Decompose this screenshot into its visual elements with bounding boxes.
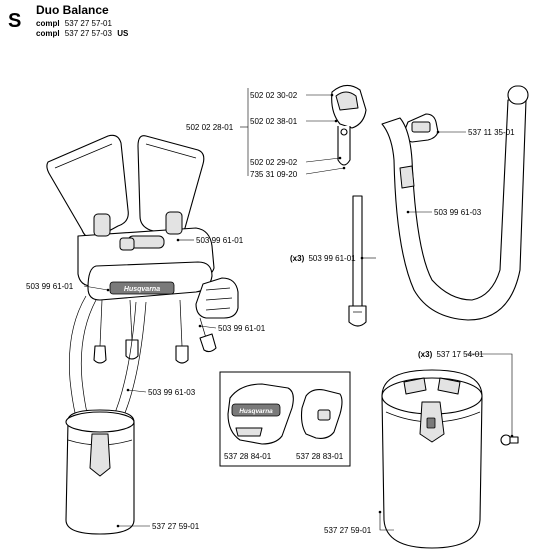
label-cover-left: 537 28 84-01 <box>224 452 272 461</box>
label-screw-qty: (x3) <box>418 350 433 359</box>
compl-number-2: 537 27 57-03 <box>65 29 113 38</box>
leader-lines <box>83 88 514 531</box>
label-screw-number: 537 17 54-01 <box>436 350 484 359</box>
label-bag-right: 537 27 59-01 <box>324 526 372 535</box>
label-harness-lower: 503 99 61-01 <box>218 324 266 333</box>
compl-suffix-2: US <box>117 29 129 38</box>
label-bag-left: 537 27 59-01 <box>152 522 200 531</box>
cover-detail: Husqvarna <box>219 371 351 467</box>
label-hose: 503 99 61-03 <box>434 208 482 217</box>
bag-right-illustration <box>381 369 483 549</box>
label-buckle: 537 11 35-01 <box>468 128 515 137</box>
hook-illustration <box>331 84 367 166</box>
label-harness-right: 503 99 61-01 <box>196 236 244 245</box>
label-strap: (x3) 503 99 61-01 <box>290 254 356 263</box>
compl-line-1: compl 537 27 57-01 <box>36 19 113 28</box>
label-strap-number: 503 99 61-01 <box>308 254 356 263</box>
harness-logo-text: Husqvarna <box>124 286 160 293</box>
compl-prefix-2: compl <box>36 29 60 38</box>
header: S Duo Balance compl 537 27 57-01 compl 5… <box>8 3 129 38</box>
page-title: Duo Balance <box>36 3 109 17</box>
harness-illustration: Husqvarna <box>46 134 239 449</box>
label-cover-right: 537 28 83-01 <box>296 452 344 461</box>
bag-left-illustration <box>65 409 135 535</box>
label-hook-group: 502 02 28-01 <box>186 123 234 132</box>
screw-illustration <box>500 434 519 446</box>
compl-line-2: compl 537 27 57-03 US <box>36 29 129 38</box>
label-harness-left: 503 99 61-01 <box>26 282 74 291</box>
label-hook-low: 502 02 29-02 <box>250 158 298 167</box>
part-labels: 502 02 30-02 502 02 38-01 502 02 28-01 5… <box>26 91 515 535</box>
label-hook-bottom: 735 31 09-20 <box>250 170 298 179</box>
section-letter: S <box>8 10 21 32</box>
label-hook-mid: 502 02 38-01 <box>250 117 298 126</box>
harness-logo: Husqvarna <box>109 281 175 295</box>
label-strap-qty: (x3) <box>290 254 305 263</box>
label-harness-hose: 503 99 61-03 <box>148 388 196 397</box>
strap-illustration <box>348 195 367 327</box>
compl-number-1: 537 27 57-01 <box>65 19 113 28</box>
label-hook-top: 502 02 30-02 <box>250 91 298 100</box>
cover-logo-text: Husqvarna <box>239 408 273 415</box>
label-screw: (x3) 537 17 54-01 <box>418 350 484 359</box>
hose-illustration <box>381 85 529 321</box>
compl-prefix-1: compl <box>36 19 60 28</box>
